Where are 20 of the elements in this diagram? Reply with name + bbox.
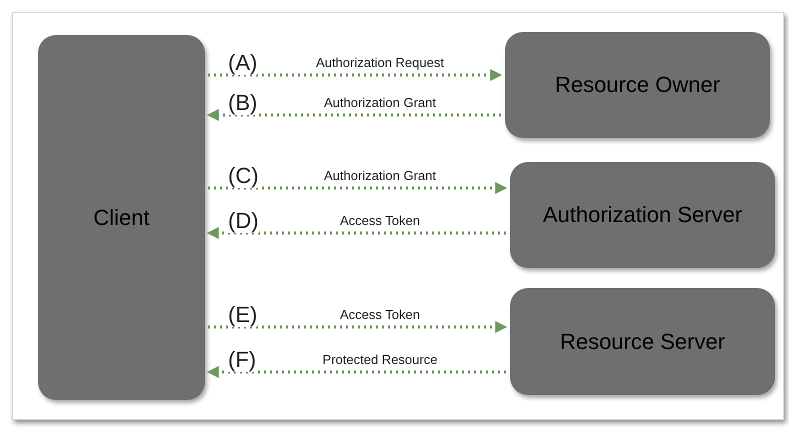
entity-box xyxy=(510,162,775,268)
step-letter: (B) xyxy=(228,91,258,115)
dotted-arrow xyxy=(206,109,501,121)
entity-name: Resource Server xyxy=(560,328,726,356)
entity-name: Client xyxy=(93,204,150,232)
entity-box xyxy=(505,32,770,138)
step-letter: (D) xyxy=(228,209,259,233)
step-letter: (E) xyxy=(228,303,258,327)
step-letter: (C) xyxy=(228,164,259,188)
dotted-arrow xyxy=(208,321,508,333)
dotted-arrow xyxy=(206,366,506,378)
entity-box xyxy=(38,35,205,400)
dotted-arrow xyxy=(206,227,506,239)
dotted-arrow xyxy=(208,69,502,81)
entity-box xyxy=(510,288,775,395)
entity-name: Resource Owner xyxy=(554,71,720,99)
dotted-arrow xyxy=(208,182,508,194)
entity-name: Authorization Server xyxy=(542,201,742,229)
step-letter: (F) xyxy=(228,348,256,372)
step-letter: (A) xyxy=(228,51,258,75)
